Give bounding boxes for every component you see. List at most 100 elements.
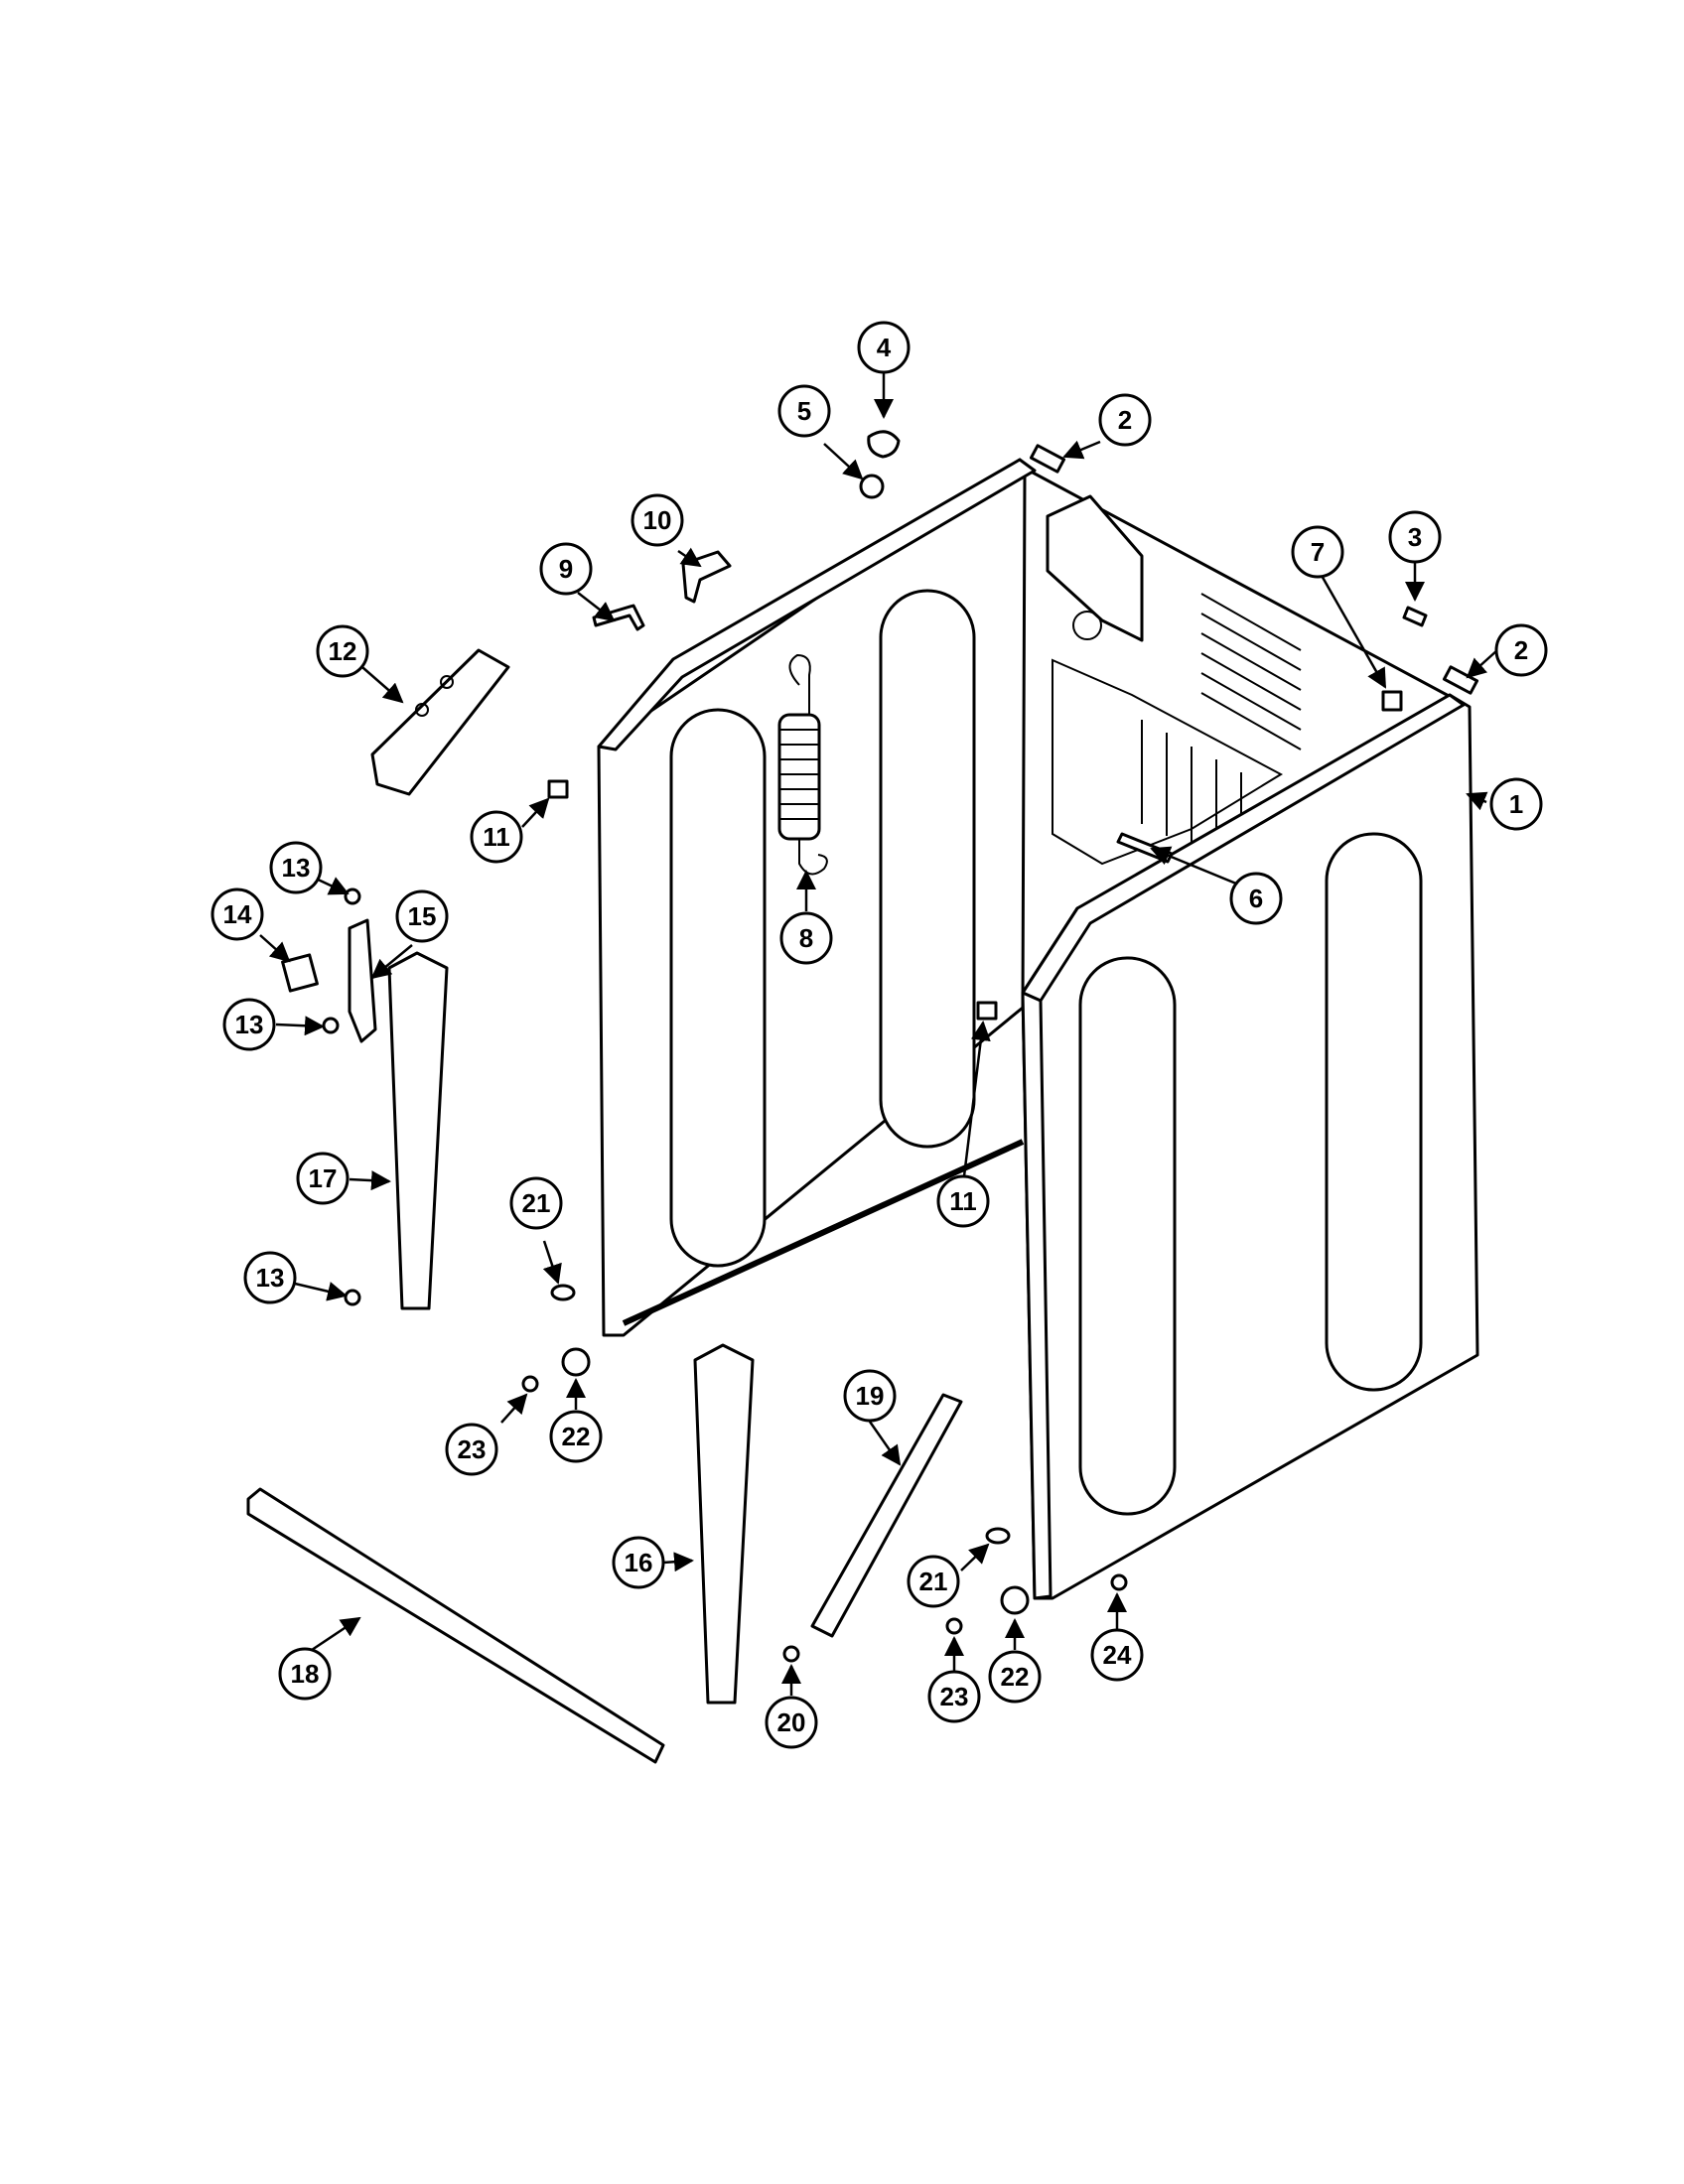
- svg-text:22: 22: [1001, 1662, 1030, 1692]
- part-3-clip: [1402, 606, 1428, 627]
- part-19-tube: [810, 1393, 963, 1638]
- svg-text:7: 7: [1311, 537, 1325, 567]
- callout-16: 16: [612, 1536, 665, 1589]
- svg-text:11: 11: [949, 1186, 977, 1216]
- part-24-screw: [1110, 1573, 1128, 1591]
- svg-text:2: 2: [1514, 635, 1528, 665]
- part-13-screw-c: [344, 1289, 361, 1306]
- part-22-foot-left: [561, 1347, 591, 1377]
- part-2-top-clip-right: [1442, 665, 1479, 695]
- callout-17: 17: [296, 1152, 350, 1205]
- svg-text:9: 9: [559, 554, 573, 584]
- callout-15: 15: [395, 889, 449, 943]
- cabinet-assembly: [597, 458, 1479, 1600]
- svg-text:15: 15: [408, 901, 437, 931]
- part-23-screw-right: [945, 1617, 963, 1635]
- svg-text:3: 3: [1408, 522, 1422, 552]
- part-13-screw-b: [322, 1017, 340, 1034]
- callout-8: 8: [779, 911, 833, 965]
- svg-text:4: 4: [877, 333, 892, 362]
- callout-2: 2: [1098, 393, 1152, 447]
- part-4-nut: [867, 430, 901, 459]
- part-15-plate: [348, 918, 377, 1043]
- left-panel-top-rail: [597, 458, 1037, 751]
- left-panel-slot-1: [669, 708, 767, 1268]
- svg-text:18: 18: [291, 1659, 320, 1689]
- svg-text:12: 12: [329, 636, 357, 666]
- svg-text:19: 19: [856, 1381, 885, 1411]
- part-16-upright: [693, 1343, 755, 1705]
- svg-text:11: 11: [483, 822, 510, 852]
- left-panel-bottom-edge: [622, 1139, 1025, 1326]
- callout-11: 11: [936, 1174, 990, 1228]
- callout-7: 7: [1291, 525, 1344, 579]
- part-23-screw-left: [521, 1375, 539, 1393]
- back-panel-bracket: [1046, 494, 1144, 642]
- svg-text:2: 2: [1118, 405, 1132, 435]
- callout-18: 18: [278, 1647, 332, 1701]
- callout-13: 13: [243, 1251, 297, 1304]
- callout-14: 14: [210, 887, 264, 941]
- part-9-hook: [592, 604, 645, 631]
- callout-21: 21: [509, 1176, 563, 1230]
- svg-text:13: 13: [235, 1010, 264, 1039]
- callout-1: 1: [1489, 777, 1543, 831]
- part-7-clip: [1381, 690, 1403, 712]
- callout-12: 12: [316, 624, 369, 678]
- part-2-top-clip-rear: [1029, 444, 1066, 474]
- callout-13: 13: [222, 998, 276, 1051]
- part-11-clip-left: [547, 779, 569, 799]
- callout-6: 6: [1229, 872, 1283, 925]
- part-22-foot-right: [1000, 1585, 1030, 1615]
- part-21-grommet-right: [985, 1527, 1011, 1545]
- callout-20: 20: [765, 1696, 818, 1749]
- callout-3: 3: [1388, 510, 1442, 564]
- svg-text:10: 10: [643, 505, 672, 535]
- svg-text:20: 20: [777, 1707, 806, 1737]
- svg-text:23: 23: [940, 1682, 969, 1711]
- callout-11: 11: [470, 810, 523, 864]
- callout-9: 9: [539, 542, 593, 596]
- callout-19: 19: [843, 1369, 897, 1423]
- back-panel-hole: [1072, 611, 1102, 640]
- svg-text:24: 24: [1103, 1640, 1132, 1670]
- part-12-bracket: [370, 648, 510, 796]
- part-5-washer: [859, 474, 885, 499]
- left-panel-slot-2: [879, 589, 976, 1149]
- svg-text:17: 17: [309, 1163, 338, 1193]
- svg-text:13: 13: [282, 853, 311, 883]
- part-11-clip-right: [976, 1001, 998, 1021]
- svg-text:13: 13: [256, 1263, 285, 1293]
- callout-23: 23: [445, 1423, 498, 1476]
- callout-24: 24: [1090, 1628, 1144, 1682]
- svg-text:22: 22: [562, 1422, 591, 1451]
- callout-5: 5: [777, 384, 831, 438]
- right-panel-slot-2: [1325, 832, 1423, 1392]
- callout-13: 13: [269, 841, 323, 894]
- callout-4: 4: [857, 321, 911, 374]
- svg-text:14: 14: [223, 899, 252, 929]
- part-21-grommet-left: [550, 1284, 576, 1301]
- callout-2: 2: [1494, 623, 1548, 677]
- part-8-spring: [777, 653, 828, 876]
- svg-text:1: 1: [1509, 789, 1523, 819]
- callout-21: 21: [907, 1555, 960, 1608]
- parts: [246, 430, 1479, 1764]
- right-panel-slot-1: [1078, 956, 1177, 1516]
- part-13-screw-a: [344, 887, 361, 905]
- callout-22: 22: [988, 1650, 1042, 1704]
- part-20-screw: [782, 1645, 800, 1663]
- svg-text:21: 21: [919, 1567, 948, 1596]
- right-panel-front-flange: [1021, 991, 1052, 1600]
- part-14-switch: [281, 953, 319, 993]
- part-18-rail: [246, 1487, 665, 1764]
- callout-22: 22: [549, 1410, 603, 1463]
- leader-lines: [259, 372, 1498, 1696]
- svg-text:8: 8: [799, 923, 813, 953]
- svg-text:16: 16: [625, 1548, 653, 1577]
- callout-10: 10: [631, 493, 684, 547]
- part-17-upright: [387, 951, 449, 1310]
- svg-text:6: 6: [1249, 884, 1263, 913]
- svg-text:21: 21: [522, 1188, 551, 1218]
